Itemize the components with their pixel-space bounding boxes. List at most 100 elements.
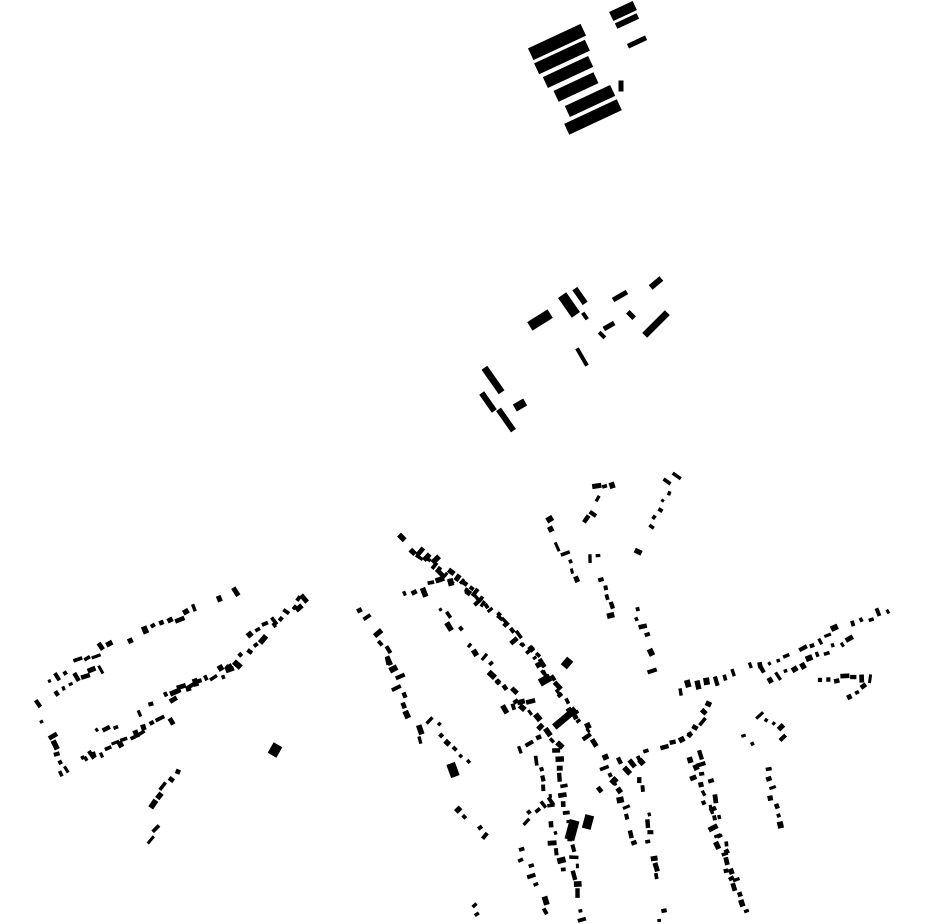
building	[446, 761, 460, 779]
building	[68, 681, 74, 687]
building	[140, 723, 147, 731]
building	[140, 625, 150, 635]
building	[151, 824, 161, 834]
building	[526, 872, 537, 880]
building	[644, 631, 651, 638]
building	[112, 724, 119, 731]
building	[608, 601, 616, 610]
building	[473, 911, 480, 918]
building	[717, 814, 722, 820]
building	[581, 732, 592, 742]
building	[518, 846, 525, 852]
building	[671, 471, 682, 481]
building	[556, 772, 562, 782]
building	[594, 494, 601, 503]
building	[724, 841, 729, 847]
building	[270, 616, 279, 626]
building	[678, 688, 683, 696]
building	[798, 644, 808, 653]
building	[776, 820, 785, 829]
building	[57, 770, 64, 778]
building	[647, 812, 652, 817]
building	[743, 908, 750, 914]
building	[434, 575, 445, 584]
building	[294, 603, 304, 613]
building	[686, 756, 694, 764]
building	[408, 547, 417, 557]
building	[185, 681, 196, 691]
building	[402, 709, 412, 720]
building	[577, 916, 587, 923]
building	[500, 704, 510, 715]
building	[534, 806, 542, 814]
building	[859, 682, 868, 690]
building	[453, 573, 462, 583]
building	[830, 642, 835, 648]
building	[476, 824, 484, 831]
building	[86, 665, 97, 674]
building	[181, 607, 190, 616]
building	[840, 673, 850, 679]
building	[809, 642, 815, 649]
building	[599, 764, 610, 772]
building	[653, 872, 659, 880]
building	[597, 330, 607, 340]
building	[257, 634, 269, 645]
building	[607, 772, 613, 778]
building	[652, 862, 660, 873]
building	[560, 783, 568, 789]
building	[225, 663, 233, 669]
building	[168, 695, 179, 704]
building	[501, 683, 509, 691]
building	[220, 674, 226, 680]
building	[556, 765, 563, 771]
building	[698, 771, 705, 776]
building	[546, 525, 555, 533]
building	[778, 733, 788, 742]
building	[697, 781, 705, 788]
building	[556, 691, 564, 699]
building	[588, 509, 598, 518]
building	[642, 748, 650, 754]
building	[517, 703, 527, 712]
building	[703, 677, 711, 686]
building	[451, 745, 458, 752]
building	[573, 880, 582, 888]
building	[817, 677, 823, 683]
building	[850, 620, 856, 627]
building	[814, 651, 820, 658]
building	[584, 721, 592, 730]
building	[763, 717, 769, 723]
building	[575, 347, 589, 367]
building	[783, 668, 788, 674]
building	[483, 602, 490, 610]
building	[536, 722, 545, 732]
building	[640, 785, 645, 792]
building	[105, 639, 114, 648]
building	[136, 709, 143, 718]
building	[696, 761, 706, 768]
building	[538, 766, 545, 772]
building	[458, 578, 466, 585]
building	[867, 674, 873, 684]
building	[615, 786, 624, 795]
building	[104, 745, 113, 752]
building	[575, 718, 582, 724]
building	[647, 830, 654, 835]
building	[712, 814, 717, 821]
building	[662, 477, 672, 486]
building	[666, 490, 672, 496]
building	[154, 714, 166, 723]
building	[622, 765, 633, 776]
building	[356, 607, 363, 614]
building	[582, 514, 591, 524]
building	[727, 875, 735, 882]
building	[525, 697, 536, 705]
building	[757, 663, 766, 674]
building	[148, 798, 159, 810]
building	[169, 688, 180, 697]
building	[606, 611, 615, 620]
building	[542, 55, 594, 89]
building	[553, 847, 559, 856]
building	[479, 600, 487, 608]
